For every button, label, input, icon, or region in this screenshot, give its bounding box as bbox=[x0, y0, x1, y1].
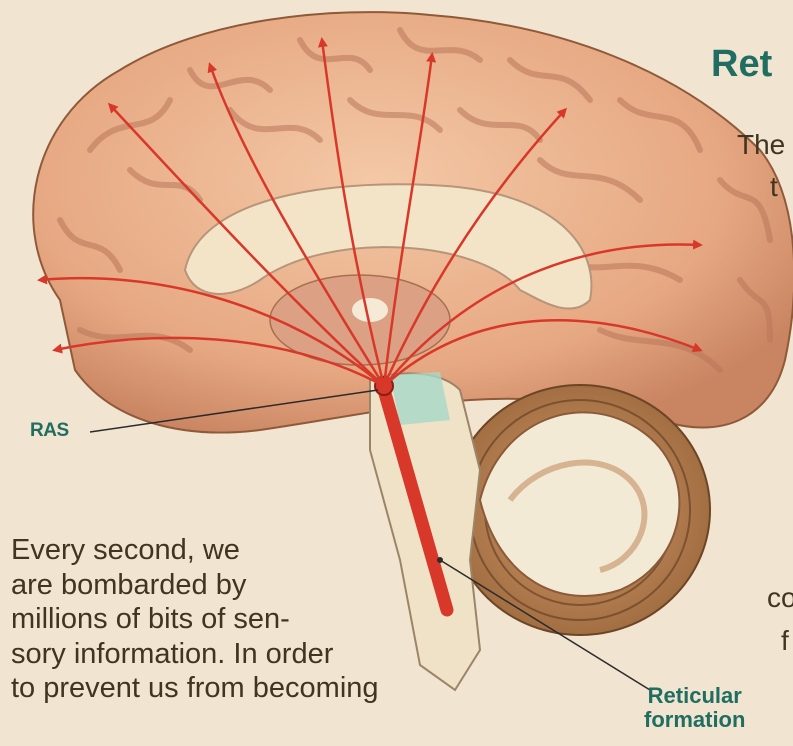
right-text-fragment: The bbox=[737, 129, 785, 161]
reticular-formation-label: Reticular formation bbox=[644, 684, 745, 732]
title-fragment: Ret bbox=[711, 43, 772, 86]
reticular-label-line2: formation bbox=[644, 708, 745, 732]
body-paragraph: Every second, we are bombarded by millio… bbox=[11, 533, 481, 706]
right-text-fragment: co bbox=[767, 582, 793, 614]
interthalamic-adhesion bbox=[352, 298, 388, 322]
body-line: millions of bits of sen- bbox=[11, 602, 481, 637]
ras-label: RAS bbox=[30, 420, 69, 442]
body-line: Every second, we bbox=[11, 533, 481, 568]
right-text-fragment: f bbox=[781, 625, 789, 657]
midbrain-region bbox=[390, 372, 450, 425]
body-line: sory information. In order bbox=[11, 637, 481, 672]
reticular-label-line1: Reticular bbox=[644, 684, 745, 708]
right-text-fragment: t bbox=[770, 171, 778, 203]
body-line: are bombarded by bbox=[11, 568, 481, 603]
body-line: to prevent us from becoming bbox=[11, 671, 481, 706]
